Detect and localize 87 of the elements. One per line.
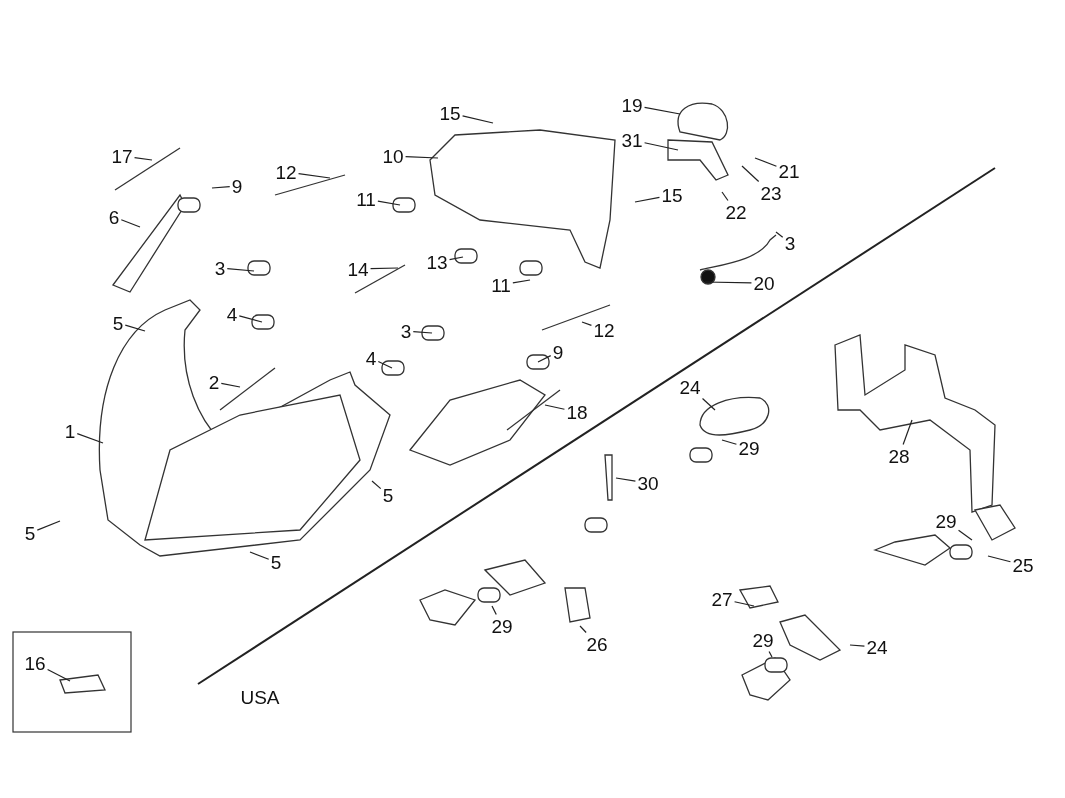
leader-line	[849, 644, 866, 647]
callout-number: 21	[778, 161, 800, 181]
callout-number: 23	[760, 183, 782, 203]
leader-line	[721, 439, 738, 445]
callout-number: 12	[593, 320, 615, 340]
leader-line	[371, 480, 382, 490]
leader-line	[537, 355, 552, 363]
callout-number: 5	[270, 552, 282, 572]
leader-line	[491, 605, 497, 616]
callout-number: 4	[226, 304, 238, 324]
leader-line	[220, 382, 241, 388]
callout-number: 15	[439, 103, 461, 123]
leader-line	[120, 219, 141, 228]
leader-line	[46, 668, 71, 682]
leader-line	[124, 324, 146, 332]
leader-line	[704, 281, 753, 284]
leader-line	[579, 625, 587, 634]
leader-line	[902, 419, 913, 446]
callout-number: 4	[365, 348, 377, 368]
callout-number: 25	[1012, 555, 1034, 575]
region-label: USA	[240, 687, 280, 707]
leader-line	[226, 268, 255, 272]
leader-line	[733, 601, 755, 607]
leader-line	[211, 186, 231, 189]
callout-number: 27	[711, 589, 733, 609]
leader-line	[369, 267, 399, 270]
callout-number: 18	[566, 402, 588, 422]
leader-line	[404, 155, 439, 159]
callout-number: 20	[753, 273, 775, 293]
callout-number: 24	[679, 377, 701, 397]
callout-number: 10	[382, 146, 404, 166]
leader-line	[987, 555, 1012, 563]
callout-number: 3	[784, 233, 796, 253]
callout-number: 12	[275, 162, 297, 182]
leader-line	[643, 142, 679, 151]
callout-number: 5	[24, 523, 36, 543]
callout-number: 16	[24, 653, 46, 673]
callout-number: 3	[400, 321, 412, 341]
leader-line	[461, 115, 494, 124]
leader-line	[377, 200, 401, 206]
callout-number: 11	[491, 275, 511, 295]
leader-line	[701, 397, 716, 411]
callout-number: 11	[356, 189, 376, 209]
callout-number: 30	[637, 473, 659, 493]
leader-line	[634, 196, 661, 203]
leader-line	[512, 279, 531, 284]
callout-number: 24	[866, 637, 888, 657]
leader-line	[133, 157, 153, 161]
leader-line	[581, 321, 593, 327]
callout-number: 3	[214, 258, 226, 278]
callout-number: 22	[725, 202, 747, 222]
callout-number: 29	[752, 630, 774, 650]
leader-line	[775, 231, 784, 238]
callout-number: 26	[586, 634, 608, 654]
callout-number: 5	[112, 313, 124, 333]
callout-number: 9	[231, 176, 243, 196]
callout-number: 29	[738, 438, 760, 458]
callout-number: 29	[935, 511, 957, 531]
callout-number: 9	[552, 342, 564, 362]
callout-number: 31	[621, 130, 643, 150]
leader-line	[448, 256, 464, 261]
leader-line	[957, 529, 973, 541]
callout-number: 15	[661, 185, 683, 205]
leader-line	[36, 520, 61, 531]
callout-number: 1	[64, 421, 76, 441]
callout-number: 28	[888, 446, 910, 466]
callout-number: 19	[621, 95, 643, 115]
leader-line	[643, 106, 681, 115]
leader-line	[721, 191, 729, 202]
callout-number: 29	[491, 616, 513, 636]
callout-number: 17	[111, 146, 133, 166]
leader-line	[377, 360, 393, 369]
leader-line	[754, 157, 778, 167]
callout-number: 5	[382, 485, 394, 505]
callout-number: 13	[426, 252, 448, 272]
leader-line	[297, 173, 331, 179]
leader-line	[249, 551, 270, 560]
leader-line	[238, 315, 263, 323]
callout-number: 6	[108, 207, 120, 227]
leader-line	[76, 433, 104, 444]
leader-line	[544, 404, 566, 410]
callout-number: 2	[208, 372, 220, 392]
leader-line	[768, 650, 773, 658]
leader-line	[615, 477, 637, 482]
leader-line	[741, 165, 760, 183]
callout-number: 14	[347, 259, 369, 279]
leader-line	[412, 330, 433, 334]
